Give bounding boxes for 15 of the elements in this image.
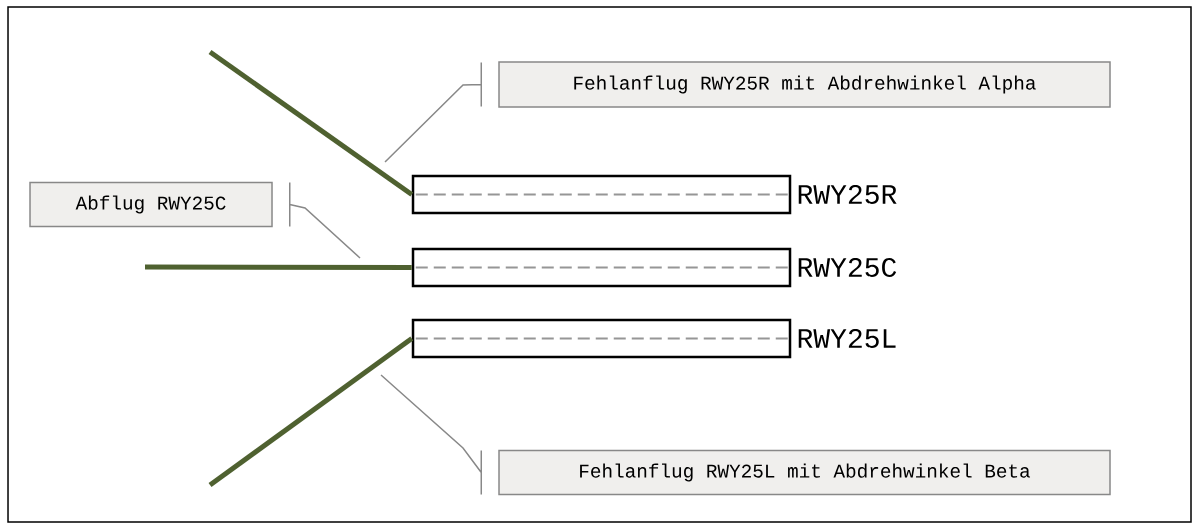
callout-box: Abflug RWY25C [29, 181, 273, 228]
leader-line [289, 181, 361, 259]
runway [411, 318, 793, 359]
runway-label: RWY25L [798, 329, 896, 348]
runway [411, 247, 793, 288]
flight-path [145, 264, 412, 270]
callout-box: Fehlanflug RWY25L mit Abdrehwinkel Beta [498, 449, 1111, 496]
leader-line [384, 61, 482, 163]
runway-label: RWY25R [798, 185, 897, 204]
flight-path [208, 336, 414, 487]
runway-label: RWY25C [798, 258, 897, 277]
flight-path [208, 49, 414, 197]
leader-line [380, 374, 482, 496]
callout-box: Fehlanflug RWY25R mit Abdrehwinkel Alpha [498, 61, 1111, 108]
runway [411, 174, 793, 215]
